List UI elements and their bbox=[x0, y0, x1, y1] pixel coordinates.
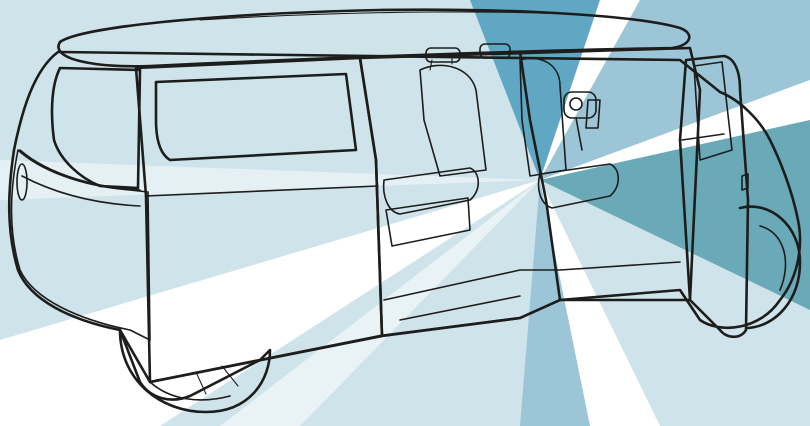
van-illustration bbox=[0, 0, 810, 426]
van-svg bbox=[0, 0, 810, 426]
